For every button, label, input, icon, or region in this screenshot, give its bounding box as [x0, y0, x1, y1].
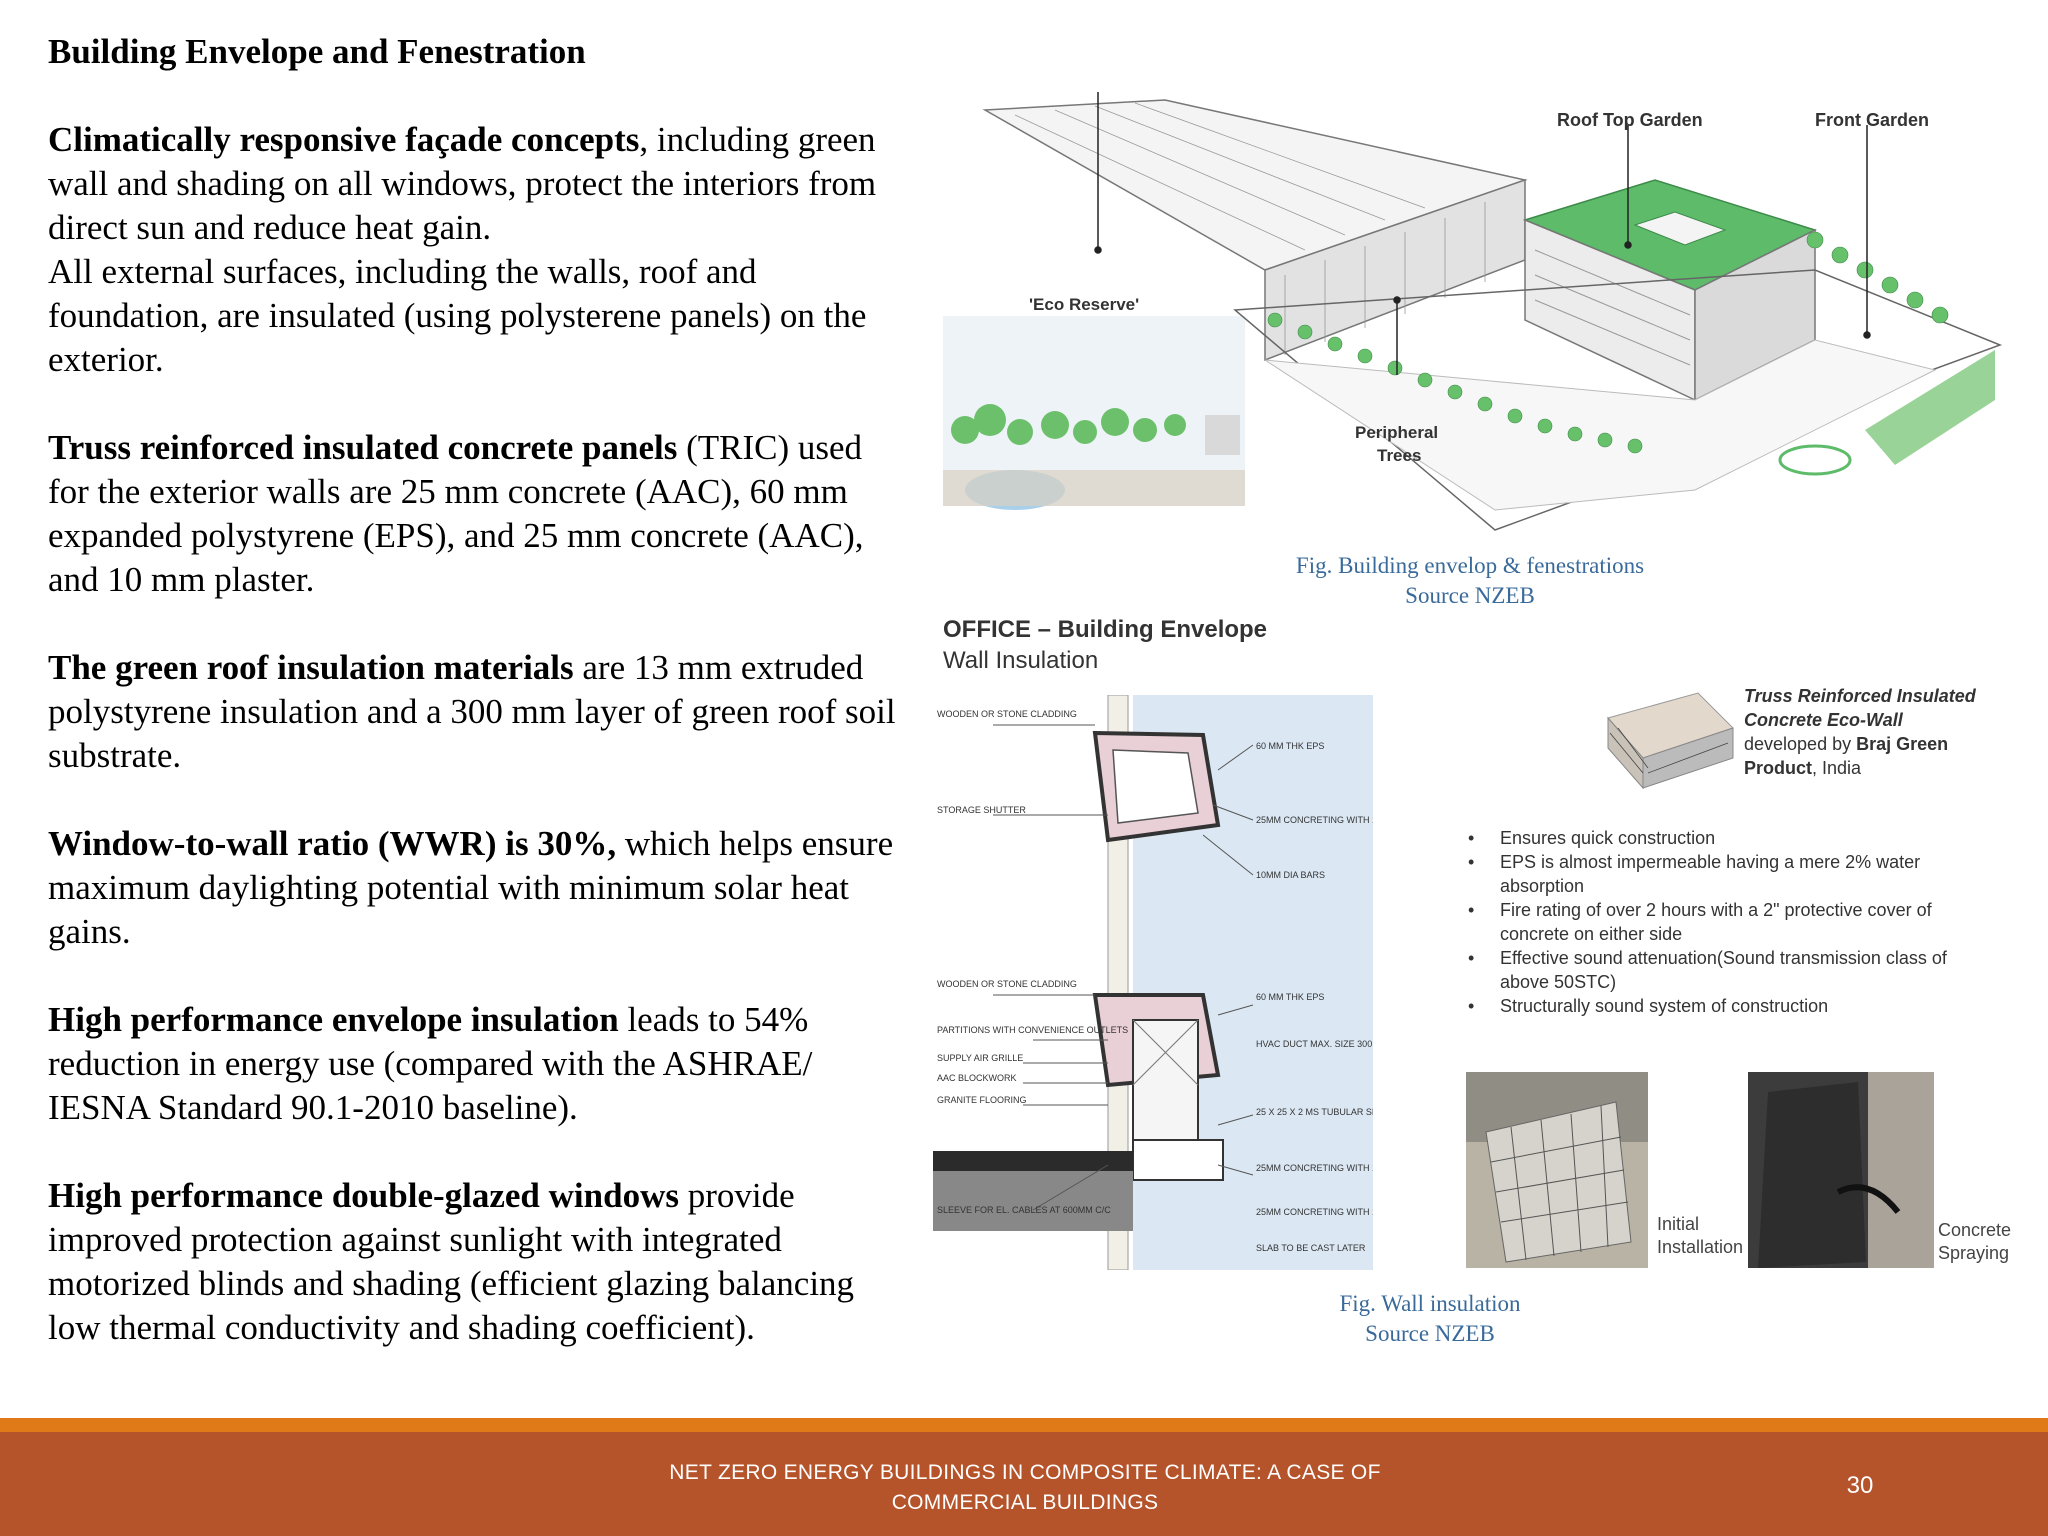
concrete-spraying-photo: [1748, 1072, 1934, 1268]
footer-bar: [0, 1432, 2048, 1536]
para-text: are 13 mm extruded polystyrene insulatio…: [48, 648, 896, 775]
caption-title: Fig. Wall insulation: [1339, 1291, 1521, 1316]
para-bold: The green roof insulation materials: [48, 648, 574, 687]
tric-benefits-list: Ensures quick construction EPS is almost…: [1468, 826, 1968, 1018]
lbl-sleeve: SLEEVE FOR EL. CABLES AT 600MM C/C: [937, 1205, 1111, 1215]
tric-product: Product: [1744, 758, 1813, 778]
label-trees: Trees: [1377, 446, 1421, 465]
lbl-eps-1: 60 MM THK EPS: [1256, 741, 1324, 751]
para-bold: High performance envelope insulation: [48, 1000, 619, 1039]
lbl-eps-2: 60 MM THK EPS: [1256, 992, 1324, 1002]
list-item: Ensures quick construction: [1468, 826, 1968, 850]
para-bold: High performance double-glazed windows: [48, 1176, 679, 1215]
paragraph-windows: High performance double-glazed windows p…: [48, 1174, 908, 1350]
lbl-slab: SLAB TO BE CAST LATER: [1256, 1243, 1366, 1253]
para-bold: Truss reinforced insulated concrete pane…: [48, 428, 678, 467]
list-item: EPS is almost impermeable having a mere …: [1468, 850, 1968, 898]
tric-title-1: Truss Reinforced Insulated: [1744, 686, 1976, 706]
slide-heading: Building Envelope and Fenestration: [48, 32, 586, 71]
caption-source: Source NZEB: [1365, 1321, 1495, 1346]
tric-caption: Truss Reinforced Insulated Concrete Eco-…: [1744, 684, 1976, 780]
para-bold: Climatically responsive façade concepts: [48, 120, 640, 159]
office-envelope-title: OFFICE – Building Envelope Wall Insulati…: [943, 614, 1267, 676]
label-front-garden: Front Garden: [1815, 110, 1929, 130]
lbl-storage-shutter: STORAGE SHUTTER: [937, 805, 1026, 815]
lbl-aac-blockwork: AAC BLOCKWORK: [937, 1073, 1017, 1083]
footer-title-line2: COMMERCIAL BUILDINGS: [891, 1491, 1159, 1514]
paragraph-spacer: [48, 382, 908, 426]
title-line1: OFFICE – Building Envelope: [943, 616, 1268, 643]
wall-section-drawing: WOODEN OR STONE CLADDING STORAGE SHUTTER…: [933, 695, 1373, 1270]
tric-title-2: Concrete Eco-Wall: [1744, 710, 1903, 730]
initial-installation-label: Initial Installation: [1657, 1213, 1743, 1259]
lbl-concreting-3: 25MM CONCRETING WITH 10MM PLASTER: [1256, 1207, 1373, 1217]
tric-dev: developed by: [1744, 734, 1852, 754]
tric-brand: Braj Green: [1856, 734, 1949, 754]
label-eco-reserve: 'Eco Reserve': [1029, 295, 1139, 314]
building-envelope-illustration: Roof Top Garden Front Garden 'Eco Reserv…: [943, 92, 2003, 531]
tric-country: , India: [1812, 758, 1862, 778]
concrete-spraying-label: Concrete Spraying: [1938, 1219, 2011, 1265]
footer-accent-bar: [0, 1418, 2048, 1432]
list-item: Fire rating of over 2 hours with a 2" pr…: [1468, 898, 1968, 946]
page-number: 30: [1846, 1472, 1874, 1499]
caption-title: Fig. Building envelop & fenestrations: [1295, 553, 1645, 578]
lbl-concreting-1: 25MM CONCRETING WITH 10MM PLASTER: [1256, 815, 1373, 825]
para-text: provide improved protection against sunl…: [48, 1176, 855, 1347]
tric-panel-image: [1607, 692, 1734, 790]
lbl-partitions: PARTITIONS WITH CONVENIENCE OUTLETS: [937, 1025, 1128, 1035]
photo1-label-line1: Initial: [1657, 1214, 1700, 1234]
lbl-concreting-2: 25MM CONCRETING WITH 10MM PLASTER: [1256, 1163, 1373, 1173]
para-text: which helps ensure maximum daylighting p…: [48, 824, 894, 951]
paragraph-facade: Climatically responsive façade concepts,…: [48, 118, 908, 382]
lbl-supply-air: SUPPLY AIR GRILLE: [937, 1053, 1023, 1063]
lbl-granite: GRANITE FLOORING: [937, 1095, 1027, 1105]
body-text-column: Building Envelope and Fenestration Clima…: [48, 30, 908, 1394]
para-text: leads to 54% reduction in energy use (co…: [48, 1000, 813, 1127]
list-item: Effective sound attenuation(Sound transm…: [1468, 946, 1968, 994]
label-peripheral: Peripheral: [1355, 423, 1438, 442]
caption-source: Source NZEB: [1405, 583, 1535, 608]
lbl-wooden-cladding-1: WOODEN OR STONE CLADDING: [937, 709, 1077, 719]
lbl-hvac: HVAC DUCT MAX. SIZE 300 X 300: [1256, 1039, 1373, 1049]
paragraph-tric: Truss reinforced insulated concrete pane…: [48, 426, 908, 602]
label-roof-top-garden: Roof Top Garden: [1557, 110, 1703, 130]
paragraph-green-roof: The green roof insulation materials are …: [48, 646, 908, 778]
footer-title: NET ZERO ENERGY BUILDINGS IN COMPOSITE C…: [600, 1458, 1450, 1518]
para-text: , including green wall and shading on al…: [48, 120, 877, 247]
para-text: (TRIC) used for the exterior walls are 2…: [48, 428, 864, 599]
para-bold: Window-to-wall ratio (WWR) is 30%,: [48, 824, 617, 863]
footer-title-line1: NET ZERO ENERGY BUILDINGS IN COMPOSITE C…: [669, 1461, 1381, 1484]
figure1-caption: Fig. Building envelop & fenestrations So…: [1210, 551, 1730, 611]
lbl-ms-sections: 25 X 25 X 2 MS TUBULAR SECTIONS AS FRAME…: [1256, 1107, 1373, 1117]
photo2-label-line2: Spraying: [1938, 1243, 2010, 1263]
photo2-label-line1: Concrete: [1938, 1220, 2012, 1240]
lbl-wooden-cladding-2: WOODEN OR STONE CLADDING: [937, 979, 1077, 989]
initial-installation-photo: [1466, 1072, 1648, 1268]
figure2-caption: Fig. Wall insulation Source NZEB: [1170, 1289, 1690, 1349]
para-text: All external surfaces, including the wal…: [48, 252, 867, 379]
photo1-label-line2: Installation: [1657, 1237, 1744, 1257]
paragraph-insulation: High performance envelope insulation lea…: [48, 998, 908, 1130]
title-line2: Wall Insulation: [943, 647, 1099, 674]
list-item: Structurally sound system of constructio…: [1468, 994, 1968, 1018]
paragraph-wwr: Window-to-wall ratio (WWR) is 30%, which…: [48, 822, 908, 954]
lbl-dia-bars: 10MM DIA BARS: [1256, 870, 1325, 880]
